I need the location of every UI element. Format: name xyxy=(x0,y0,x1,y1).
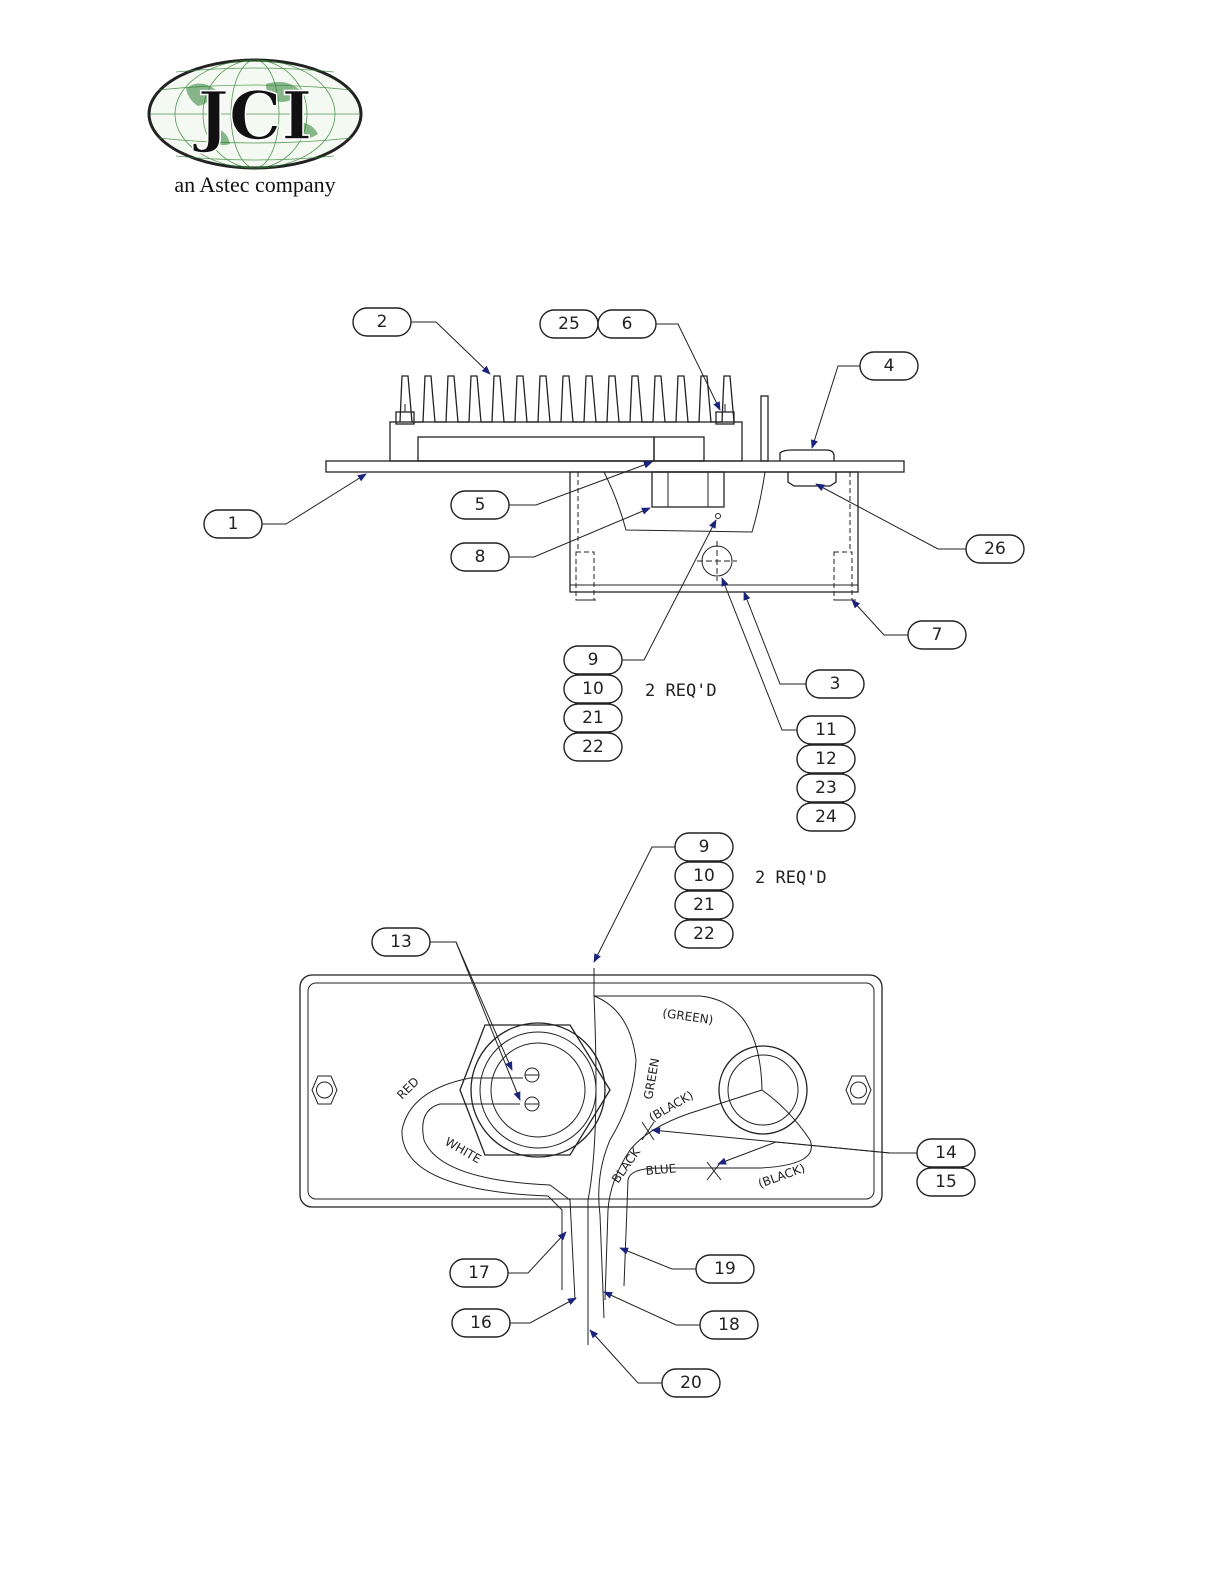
wire-label-black: BLACK xyxy=(609,1144,644,1185)
svg-text:24: 24 xyxy=(815,807,837,827)
svg-text:22: 22 xyxy=(582,737,604,757)
svg-text:22: 22 xyxy=(693,924,715,944)
svg-text:18: 18 xyxy=(718,1315,740,1335)
callout-25: 24 xyxy=(797,803,855,831)
svg-text:19: 19 xyxy=(714,1259,736,1279)
svg-text:4: 4 xyxy=(884,356,895,376)
svg-text:9: 9 xyxy=(588,650,599,670)
callout-10b: 10 xyxy=(675,862,733,890)
grommet xyxy=(719,1046,807,1134)
callout-16: 16 xyxy=(452,1309,510,1337)
svg-text:17: 17 xyxy=(468,1263,490,1283)
callout-21b: 21 xyxy=(675,891,733,919)
svg-text:20: 20 xyxy=(680,1373,702,1393)
svg-text:10: 10 xyxy=(582,679,604,699)
callout-3: 3 xyxy=(806,670,864,698)
callout-22: 22 xyxy=(564,733,622,761)
splice-mark-2 xyxy=(707,1162,721,1180)
callout-1: 1 xyxy=(204,510,262,538)
svg-text:10: 10 xyxy=(693,866,715,886)
callout-24: 23 xyxy=(797,774,855,802)
svg-text:8: 8 xyxy=(475,547,486,567)
svg-text:2: 2 xyxy=(377,312,388,332)
callout-18: 18 xyxy=(700,1311,758,1339)
terminal-screw-top xyxy=(525,1068,539,1082)
vertical-tab xyxy=(761,396,768,461)
req-note-top: 2 REQ'D xyxy=(645,681,717,701)
req-note-bottom: 2 REQ'D xyxy=(755,868,827,888)
callout-14: 14 xyxy=(917,1139,975,1167)
svg-text:21: 21 xyxy=(693,895,715,915)
svg-text:26: 26 xyxy=(984,539,1006,559)
svg-text:12: 12 xyxy=(815,749,837,769)
callout-19: 19 xyxy=(696,1255,754,1283)
callout-10: 10 xyxy=(564,675,622,703)
mounting-hole-left xyxy=(312,1076,337,1104)
callout-13: 13 xyxy=(372,928,430,956)
top-view: 2 25 6 4 1 5 8 26 7 9 10 21 22 2 REQ'D 3… xyxy=(204,308,1024,831)
wire-label-white: WHITE xyxy=(443,1134,484,1166)
svg-text:23: 23 xyxy=(815,778,837,798)
callout-23: 25 xyxy=(540,310,598,338)
callout-12: 12 xyxy=(797,745,855,773)
callout-20: 20 xyxy=(662,1369,720,1397)
hex-nut xyxy=(652,472,724,507)
svg-text:25: 25 xyxy=(558,314,580,334)
heat-sink-fins xyxy=(400,376,734,422)
callout-17: 17 xyxy=(450,1259,508,1287)
svg-text:1: 1 xyxy=(228,514,239,534)
svg-text:5: 5 xyxy=(475,495,486,515)
enclosure-box xyxy=(570,472,858,592)
svg-text:7: 7 xyxy=(932,625,943,645)
svg-text:16: 16 xyxy=(470,1313,492,1333)
bottom-view: (GREEN) GREEN RED WHITE (BLACK) BLACK BL… xyxy=(300,833,975,1397)
callout-2: 2 xyxy=(353,308,411,336)
wire-label-green: GREEN xyxy=(641,1057,662,1101)
svg-text:3: 3 xyxy=(830,674,841,694)
callout-15: 15 xyxy=(917,1168,975,1196)
callout-11: 11 xyxy=(797,716,855,744)
callout-8: 8 xyxy=(451,543,509,571)
wire-label-blue: BLUE xyxy=(645,1161,677,1178)
svg-text:21: 21 xyxy=(582,708,604,728)
svg-text:13: 13 xyxy=(390,932,412,952)
svg-text:11: 11 xyxy=(815,720,837,740)
callout-9: 9 xyxy=(564,646,622,674)
callout-6: 6 xyxy=(598,310,656,338)
callout-4: 4 xyxy=(860,352,918,380)
item-26-hardware xyxy=(788,472,836,486)
svg-text:15: 15 xyxy=(935,1172,957,1192)
callout-7: 7 xyxy=(908,621,966,649)
mounting-hole-right xyxy=(846,1076,871,1104)
item-4-hardware xyxy=(780,450,834,461)
svg-text:6: 6 xyxy=(622,314,633,334)
wire-label-green-paren: (GREEN) xyxy=(662,1006,715,1027)
callout-22b: 22 xyxy=(675,920,733,948)
svg-text:14: 14 xyxy=(935,1143,957,1163)
terminal-screw-bottom xyxy=(525,1097,539,1111)
mounting-plate xyxy=(326,461,904,472)
svg-text:9: 9 xyxy=(699,837,710,857)
callout-26: 26 xyxy=(966,535,1024,563)
callout-9b: 9 xyxy=(675,833,733,861)
callout-21: 21 xyxy=(564,704,622,732)
callout-5: 5 xyxy=(451,491,509,519)
wire-label-red: RED xyxy=(394,1074,422,1102)
heat-sink-base xyxy=(390,422,742,461)
